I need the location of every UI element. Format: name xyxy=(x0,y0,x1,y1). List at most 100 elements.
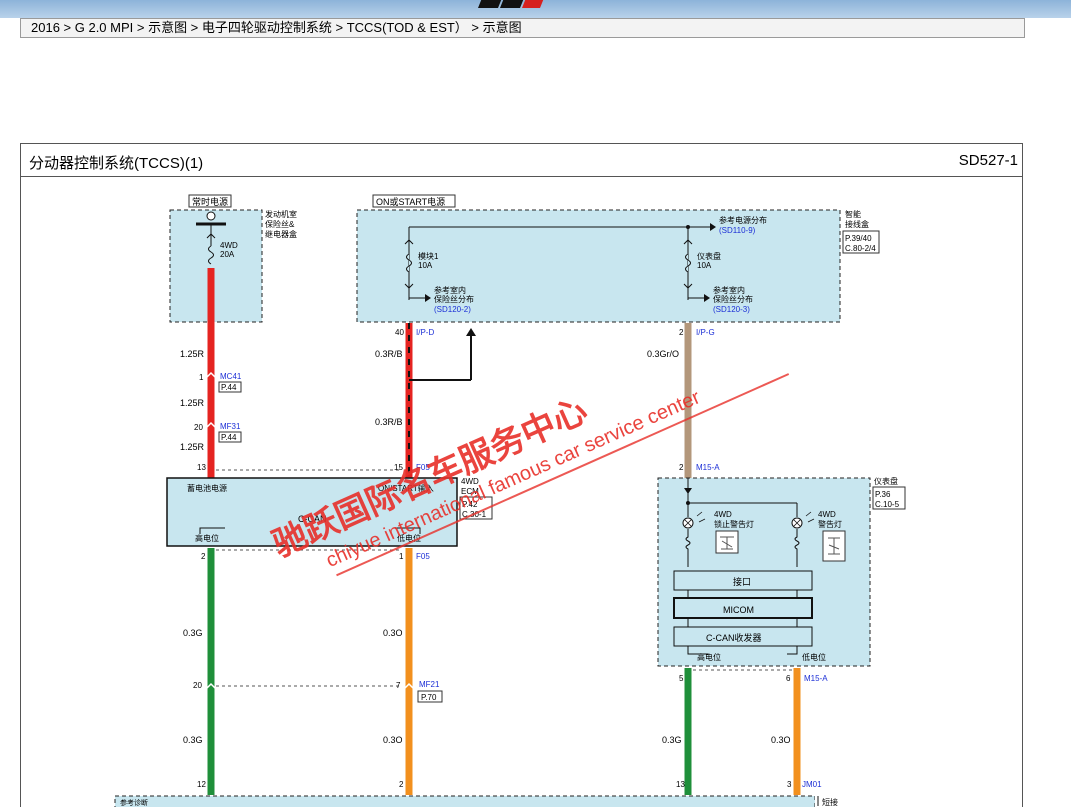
smart-junction-box xyxy=(356,209,841,323)
fuse-cluster-name: 仪表盘 xyxy=(697,251,721,261)
ref-power-dist-ref: (SD110-9) xyxy=(719,226,756,235)
wire-label-125r-3: 1.25R xyxy=(180,442,205,452)
ecm-name-2: ECM xyxy=(461,487,479,496)
ecm-label-battery: 蓄电池电源 xyxy=(187,483,227,493)
ecm-low: 低电位 xyxy=(397,533,421,543)
wire-label-125r-1: 1.25R xyxy=(180,349,205,359)
smart-junction-ref2: C.80-2/4 xyxy=(845,244,876,253)
ecm-bus: C-CAN xyxy=(298,514,327,524)
jm01-name: JM01 xyxy=(802,780,822,789)
wire-label-03o-2: 0.3O xyxy=(383,735,403,745)
mf31-page: P.44 xyxy=(221,433,237,442)
smart-junction-label-1: 智能 xyxy=(845,209,861,219)
top-banner xyxy=(0,0,1071,18)
f05-bottom-name: F05 xyxy=(416,552,430,561)
bottom-box xyxy=(114,795,816,807)
power-on-label: ON或START电源 xyxy=(376,196,445,207)
wire-label-03rb-1: 0.3R/B xyxy=(375,349,403,359)
lamp-warn-label-1: 4WD xyxy=(818,510,836,519)
f05-bottom-pin: 1 xyxy=(399,552,404,561)
ipd-name: I/P-D xyxy=(416,328,434,337)
ref-indoor-left-ref: (SD120-2) xyxy=(434,305,471,314)
ecm-box xyxy=(166,477,458,547)
diagram-frame: 分动器控制系统(TCCS)(1) SD527-1 xyxy=(20,143,1023,807)
ecm-high: 高电位 xyxy=(195,533,219,543)
cluster-ref2: C.10-5 xyxy=(875,500,900,509)
brand-logo xyxy=(478,0,548,12)
ipg-pin: 2 xyxy=(679,328,684,337)
mf31-pin: 20 xyxy=(194,423,203,432)
wire-label-03o-1: 0.3O xyxy=(383,628,403,638)
engine-box-label-2: 保险丝& xyxy=(265,219,295,229)
fuse-module1-name: 模块1 xyxy=(418,251,439,261)
wire-label-125r-2: 1.25R xyxy=(180,398,205,408)
cluster-ref1: P.36 xyxy=(875,490,891,499)
breadcrumb[interactable]: 2016 > G 2.0 MPI > 示意图 > 电子四轮驱动控制系统 > TC… xyxy=(20,18,1025,38)
diagram-title: 分动器控制系统(TCCS)(1) xyxy=(29,155,204,172)
mc41-name: MC41 xyxy=(220,372,242,381)
cluster-low: 低电位 xyxy=(802,652,826,662)
ref-indoor-right-ref: (SD120-3) xyxy=(713,305,750,314)
fuse-4wd-name: 4WD xyxy=(220,241,238,250)
fuse-cluster-rating: 10A xyxy=(697,261,712,270)
ref-indoor-right-1: 参考室内 xyxy=(713,285,745,295)
ecm-ref1: P.42 xyxy=(462,500,478,509)
bottom-left-label: 参考诊断 xyxy=(120,798,148,807)
f05-top-name: F05 xyxy=(416,463,430,472)
cluster-transceiver-label: C-CAN收发器 xyxy=(706,632,762,643)
bottom-pin-2: 2 xyxy=(399,780,404,789)
ecm-pin-13: 13 xyxy=(197,463,206,472)
lamp-lock-label-2: 锁止警告灯 xyxy=(714,519,754,529)
mf31-name: MF31 xyxy=(220,422,241,431)
lamp-warn-label-2: 警告灯 xyxy=(818,519,842,529)
power-always-label: 常时电源 xyxy=(192,196,228,207)
cluster-micom-label: MICOM xyxy=(723,605,754,615)
mf21-pin-left: 20 xyxy=(193,681,202,690)
cluster-high: 高电位 xyxy=(697,652,721,662)
mc41-page: P.44 xyxy=(221,383,237,392)
f05-top-pin: 15 xyxy=(394,463,403,472)
lamp-lock-label-1: 4WD xyxy=(714,510,732,519)
engine-box-label-1: 发动机室 xyxy=(265,209,297,219)
ipd-pin: 40 xyxy=(395,328,404,337)
mf21-page: P.70 xyxy=(421,693,437,702)
ref-indoor-left-1: 参考室内 xyxy=(434,285,466,295)
engine-box-label-3: 继电器盒 xyxy=(265,229,297,239)
wire-label-03g-2: 0.3G xyxy=(183,735,203,745)
wire-label-03gro: 0.3Gr/O xyxy=(647,349,679,359)
cluster-label: 仪表盘 xyxy=(874,476,898,486)
cluster-interface-label: 接口 xyxy=(733,576,751,587)
wire-label-03g-1: 0.3G xyxy=(183,628,203,638)
smart-junction-ref1: P.39/40 xyxy=(845,234,872,243)
m15a-bottom-pin-right: 6 xyxy=(786,674,791,683)
engine-fuse-box xyxy=(169,209,263,323)
diagram-code: SD527-1 xyxy=(958,152,1018,169)
wire-label-03o-3: 0.3O xyxy=(771,735,791,745)
wire-label-03rb-2: 0.3R/B xyxy=(375,417,403,427)
ecm-name-1: 4WD xyxy=(461,477,479,486)
ref-indoor-left-2: 保险丝分布 xyxy=(434,294,474,304)
fuse-4wd-rating: 20A xyxy=(220,250,235,259)
bottom-pin-13: 13 xyxy=(676,780,685,789)
bottom-right-label: 短接 xyxy=(822,797,838,807)
cluster-interface xyxy=(673,570,813,591)
ipg-name: I/P-G xyxy=(696,328,715,337)
cluster-transceiver xyxy=(673,626,813,647)
smart-junction-label-2: 接线盒 xyxy=(845,219,869,229)
m15a-top-name: M15-A xyxy=(696,463,720,472)
diagram-header: 分动器控制系统(TCCS)(1) SD527-1 xyxy=(21,144,1022,177)
mc41-pin: 1 xyxy=(199,373,204,382)
fuse-module1-rating: 10A xyxy=(418,261,433,270)
ref-indoor-right-2: 保险丝分布 xyxy=(713,294,753,304)
mf21-name: MF21 xyxy=(419,680,440,689)
wire-label-03g-3: 0.3G xyxy=(662,735,682,745)
ecm-pin-2: 2 xyxy=(201,552,206,561)
m15a-bottom-pin-left: 5 xyxy=(679,674,684,683)
ecm-label-onstart: ON/START输入 xyxy=(378,483,434,493)
m15a-top-pin: 2 xyxy=(679,463,684,472)
m15a-bottom-name: M15-A xyxy=(804,674,828,683)
mf21-pin-right: 7 xyxy=(396,681,401,690)
bottom-pin-12: 12 xyxy=(197,780,206,789)
jm01-pin: 3 xyxy=(787,780,792,789)
